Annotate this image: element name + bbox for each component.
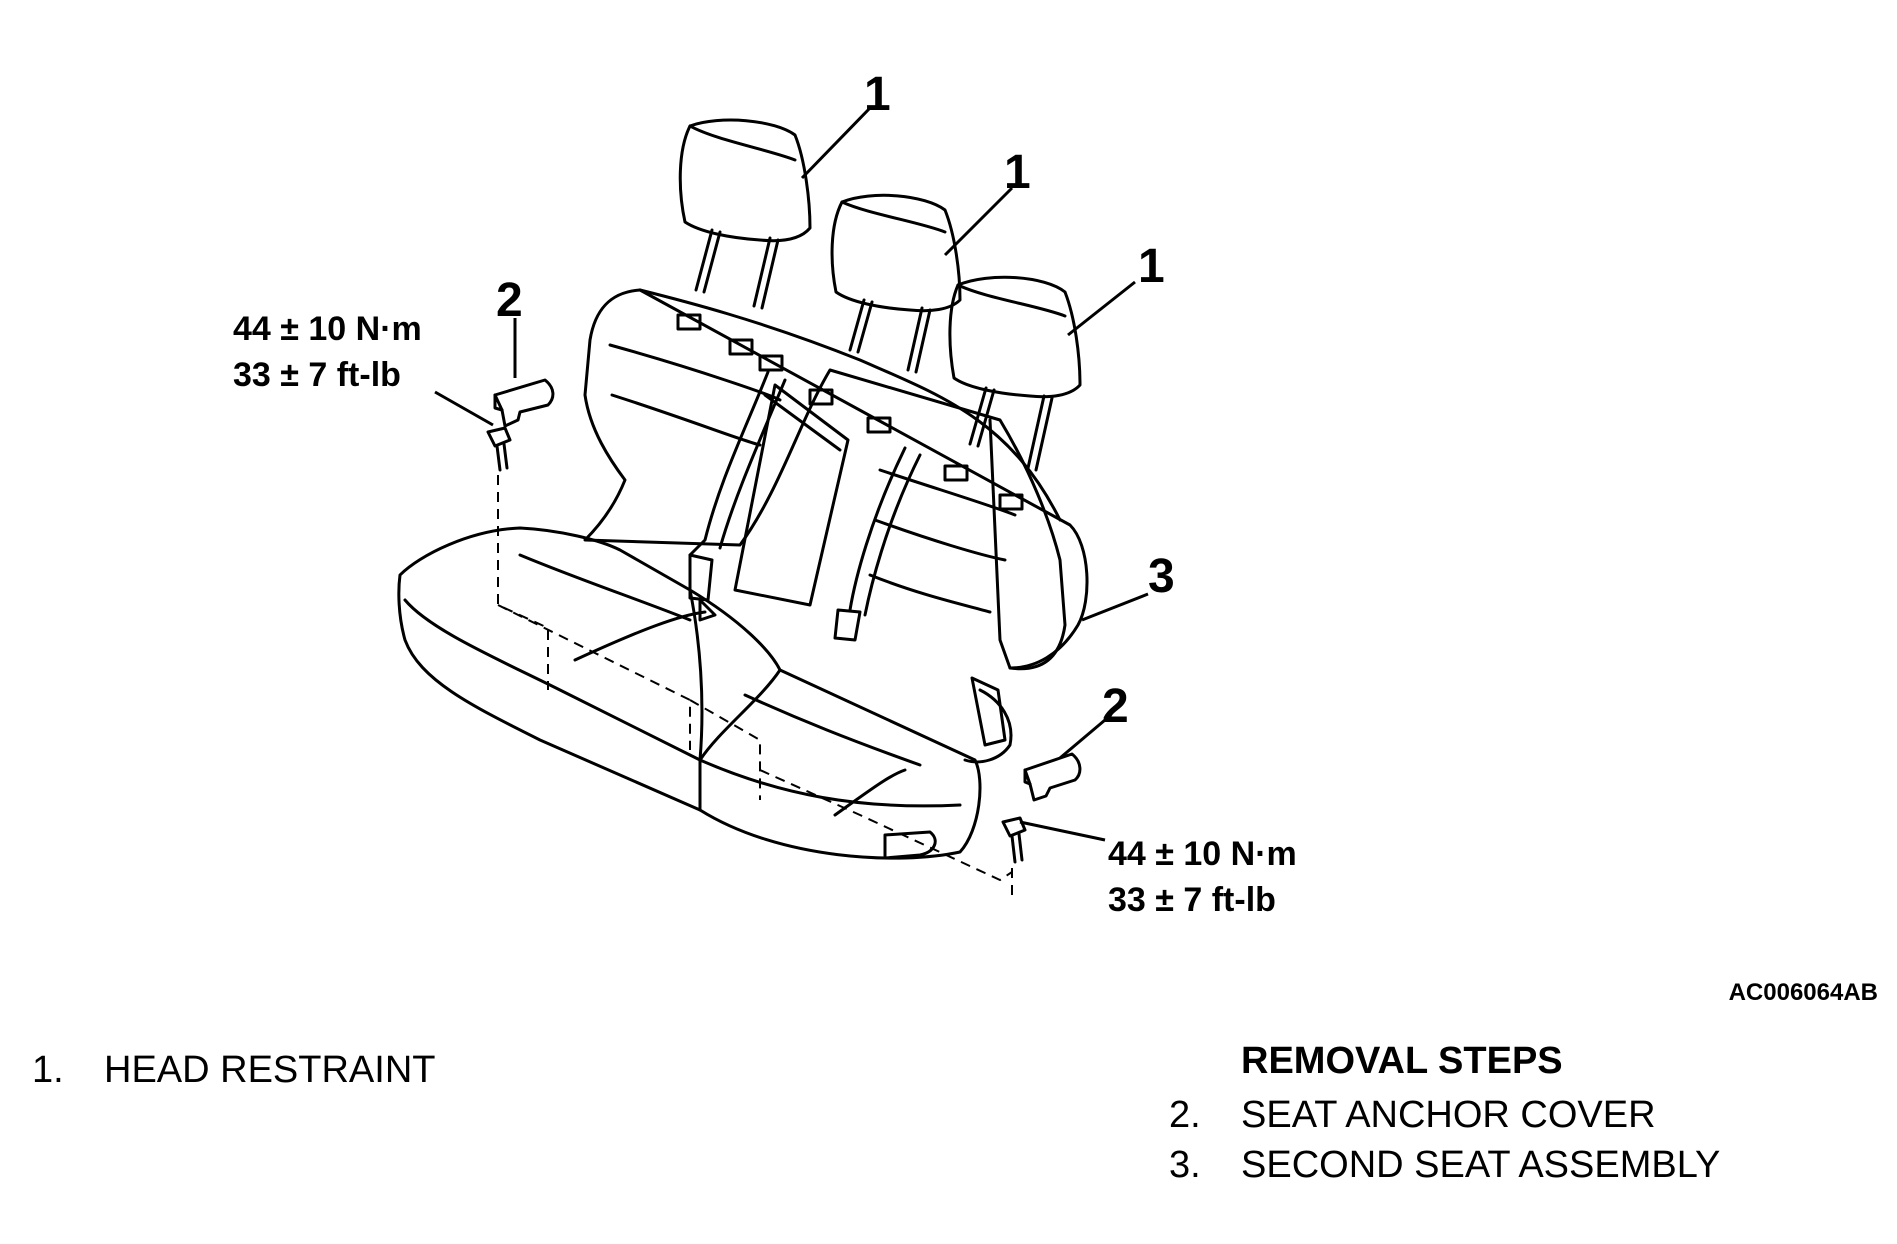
torque-left-imperial: 33 ± 7 ft-lb	[233, 356, 401, 394]
head-restraint-center	[830, 193, 962, 374]
callout-3: 3	[1148, 550, 1175, 603]
torque-right-imperial: 33 ± 7 ft-lb	[1108, 881, 1276, 919]
seat-belts	[688, 370, 1007, 747]
callout-1-left: 1	[864, 68, 891, 121]
torque-right-metric: 44 ± 10 N·m	[1108, 835, 1297, 873]
removal-step: 3. SECOND SEAT ASSEMBLY	[1169, 1140, 1720, 1190]
alignment-lines	[497, 475, 1013, 900]
callout-1-right: 1	[1138, 240, 1165, 293]
bolt-right	[1001, 816, 1027, 864]
removal-steps-heading: REMOVAL STEPS	[1241, 1040, 1563, 1082]
legend-parts: 1. HEAD RESTRAINT	[32, 1045, 435, 1095]
callout-2-right: 2	[1102, 680, 1129, 733]
removal-step-label: SECOND SEAT ASSEMBLY	[1241, 1144, 1721, 1186]
leader-lines	[434, 106, 1149, 842]
callout-2-left: 2	[496, 274, 523, 327]
anchor-cover-right	[1023, 752, 1082, 802]
head-restraint-left	[678, 118, 812, 310]
legend-item: 1. HEAD RESTRAINT	[32, 1045, 435, 1095]
head-restraint-right	[948, 275, 1082, 472]
removal-step-number: 2.	[1169, 1094, 1201, 1136]
figure-code: AC006064AB	[1729, 979, 1878, 1006]
callout-1-center: 1	[1004, 146, 1031, 199]
torque-left-metric: 44 ± 10 N·m	[233, 310, 422, 348]
removal-step-number: 3.	[1169, 1144, 1201, 1186]
bolt-left	[486, 426, 512, 472]
seat-cushion	[397, 526, 1013, 860]
removal-step: 2. SEAT ANCHOR COVER	[1169, 1090, 1720, 1140]
removal-steps-list: 2. SEAT ANCHOR COVER 3. SECOND SEAT ASSEMB…	[1169, 1090, 1720, 1190]
seatback	[583, 288, 1089, 671]
legend-item-number: 1.	[32, 1049, 64, 1091]
legend-item-label: HEAD RESTRAINT	[104, 1049, 436, 1091]
removal-step-label: SEAT ANCHOR COVER	[1241, 1094, 1656, 1136]
anchor-cover-left	[493, 378, 555, 428]
